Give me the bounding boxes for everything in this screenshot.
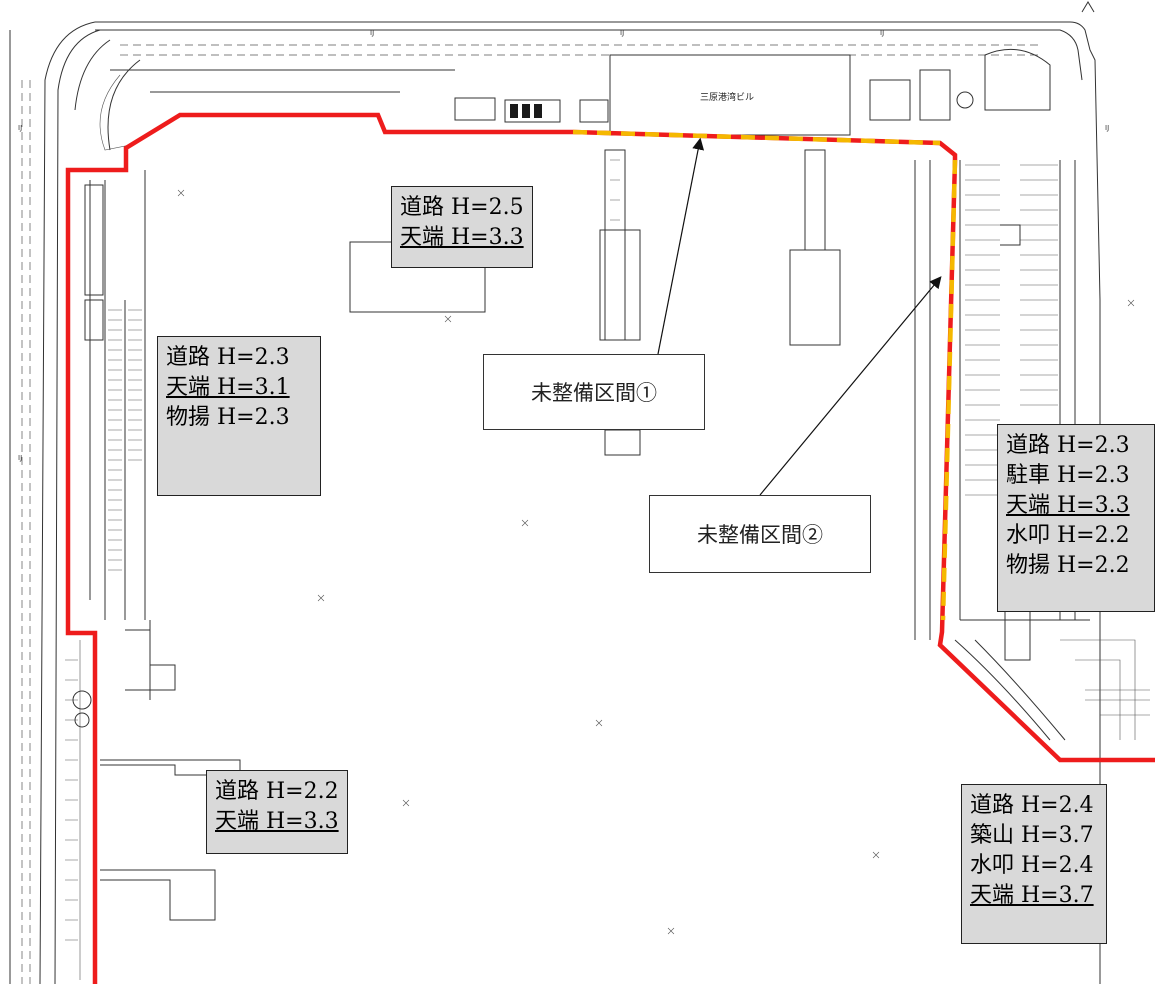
callout-1-leader [657, 137, 705, 355]
elevation-box-bottom-right: 道路 H=2.4 築山 H=3.7 水叩 H=2.4 天端 H=3.7 [961, 784, 1107, 944]
box-line-crest: 天端 H=3.7 [970, 883, 1094, 908]
plan-linework: 三原港湾ビル [9, 1, 1150, 984]
survey-marks [177, 189, 1135, 935]
svg-text:IJ: IJ [620, 29, 624, 37]
box-line: 水叩 H=2.4 [970, 853, 1094, 878]
box-line: 物揚 H=2.3 [166, 405, 290, 430]
box-line: 駐車 H=2.3 [1006, 463, 1130, 488]
svg-text:IJ: IJ [1105, 124, 1109, 132]
box-line: 道路 H=2.3 [166, 345, 290, 370]
boundary-line [65, 112, 1155, 984]
elevation-box-right: 道路 H=2.3 駐車 H=2.3 天端 H=3.3 水叩 H=2.2 物揚 H… [997, 424, 1155, 612]
box-line: 道路 H=2.2 [215, 779, 339, 804]
svg-text:IJ: IJ [18, 124, 22, 132]
box-line: 築山 H=3.7 [970, 823, 1094, 848]
box-line-crest: 天端 H=3.3 [215, 809, 339, 834]
elevation-box-left: 道路 H=2.3 天端 H=3.1 物揚 H=2.3 [157, 336, 321, 496]
box-line: 物揚 H=2.2 [1006, 553, 1130, 578]
box-line-crest: 天端 H=3.1 [166, 375, 290, 400]
unimproved-section-2-line [940, 159, 958, 621]
elevation-box-bottom-left: 道路 H=2.2 天端 H=3.3 [206, 770, 348, 854]
building-label: 三原港湾ビル [700, 91, 754, 103]
svg-text:IJ: IJ [370, 29, 374, 37]
box-line: 水叩 H=2.2 [1006, 523, 1130, 548]
box-line-crest: 天端 H=3.3 [1006, 493, 1130, 518]
box-line: 道路 H=2.3 [1006, 433, 1130, 458]
box-line: 道路 H=2.5 [400, 195, 524, 220]
box-line: 道路 H=2.4 [970, 793, 1094, 818]
callout-2-leader [759, 276, 942, 496]
callout-unimproved-section-2: 未整備区間② [649, 495, 871, 573]
left-parking-stalls [65, 184, 142, 980]
elevation-box-top: 道路 H=2.5 天端 H=3.3 [391, 186, 533, 268]
svg-text:IJ: IJ [18, 454, 22, 462]
unimproved-section-1-line [572, 129, 941, 146]
callout-unimproved-section-1: 未整備区間① [483, 354, 705, 430]
box-line-crest: 天端 H=3.3 [400, 225, 524, 250]
svg-text:IJ: IJ [880, 29, 884, 37]
right-parking-stalls [914, 160, 1150, 741]
